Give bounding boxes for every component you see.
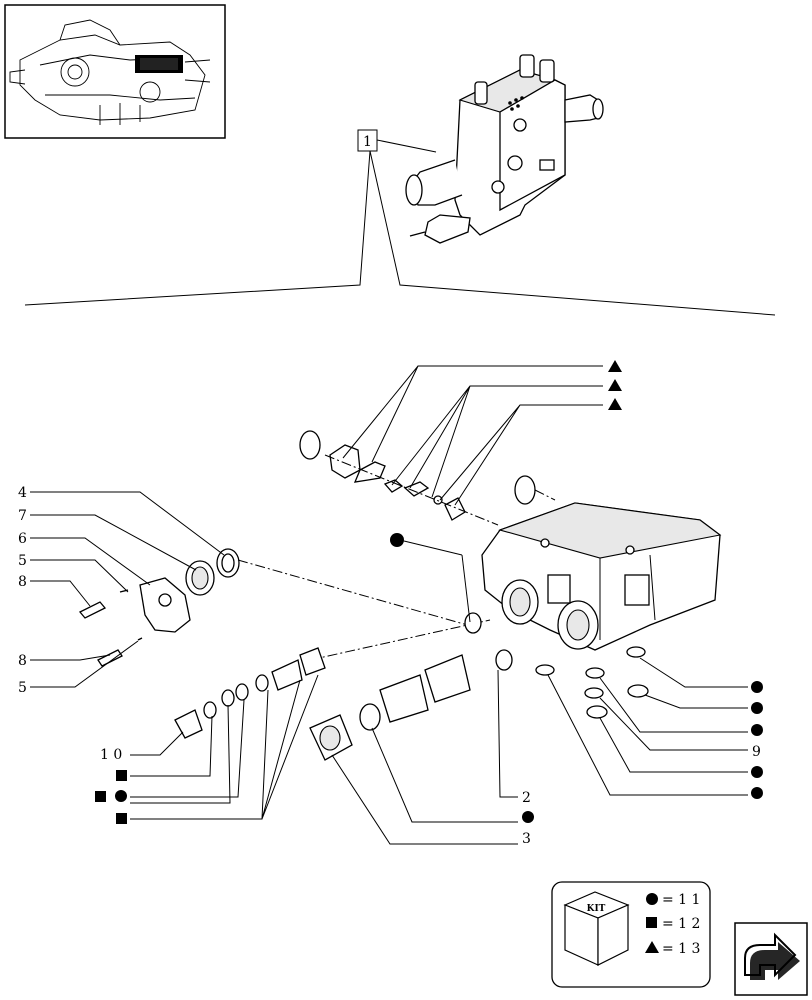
assembly-thumbnail-icon[interactable]	[4, 4, 226, 139]
axis-line-top	[324, 454, 499, 526]
label-8b: 8	[18, 653, 27, 669]
label-8a: 8	[18, 574, 27, 590]
bottom-leaders	[331, 669, 518, 845]
label-2: 2	[522, 790, 531, 806]
left-marker-leaders	[130, 674, 319, 820]
label-5a: 5	[18, 553, 27, 569]
circle-marker-icon	[522, 811, 534, 823]
square-marker-icon	[116, 770, 127, 781]
cover-and-seals-icon	[78, 548, 240, 667]
square-marker-icon	[95, 791, 106, 802]
circle-marker-icon	[751, 702, 763, 714]
axis-line-top-right	[534, 489, 556, 501]
right-markers: 9	[751, 681, 763, 799]
label-7: 7	[18, 508, 27, 524]
spring-and-plug-icon	[174, 612, 649, 761]
kit-legend: KIT = 1 1 = 1 2 = 1 3	[551, 881, 711, 988]
valve-body-icon	[481, 502, 722, 651]
triangle-marker-icon	[608, 398, 622, 410]
circle-marker-icon	[751, 681, 763, 693]
kit-square-value: = 1 2	[662, 916, 700, 932]
triangle-marker-icon	[608, 379, 622, 391]
kit-triangle-value: = 1 3	[662, 941, 700, 957]
label-3: 3	[522, 831, 531, 847]
valve-section-assembly-icon	[405, 54, 604, 244]
triangle-markers	[608, 360, 622, 410]
circle-marker-icon	[751, 766, 763, 778]
next-page-arrow-icon[interactable]	[734, 922, 808, 996]
square-marker-icon	[646, 917, 657, 928]
triangle-leaders	[342, 365, 603, 506]
label-10: 1 0	[100, 747, 122, 763]
circle-marker-icon	[751, 787, 763, 799]
callout-leader	[376, 139, 437, 153]
kit-box-icon	[563, 891, 630, 966]
label-6: 6	[18, 531, 27, 547]
square-marker-icon	[116, 813, 127, 824]
kit-box-label: KIT	[587, 904, 606, 914]
left-leaders	[30, 491, 225, 756]
triangle-marker-icon	[608, 360, 622, 372]
left-callouts: 4 7 6 5 8 8 5 1 0	[18, 485, 122, 763]
triangle-marker-icon	[645, 941, 659, 953]
label-4: 4	[18, 485, 27, 501]
axis-line-cover	[237, 559, 479, 629]
axis-line-spool	[309, 619, 491, 661]
circle-marker-icon	[115, 790, 127, 802]
right-leaders	[547, 657, 748, 796]
circle-marker-icon	[751, 724, 763, 736]
label-5b: 5	[18, 680, 27, 696]
callout-label-1: 1	[363, 134, 372, 150]
spool-subparts-icon	[299, 430, 536, 521]
detail-zoom-lines	[24, 150, 776, 316]
circle-marker-icon	[390, 533, 404, 547]
kit-circle-value: = 1 1	[662, 892, 700, 908]
circle-marker-icon	[646, 893, 658, 905]
label-9: 9	[752, 744, 761, 760]
